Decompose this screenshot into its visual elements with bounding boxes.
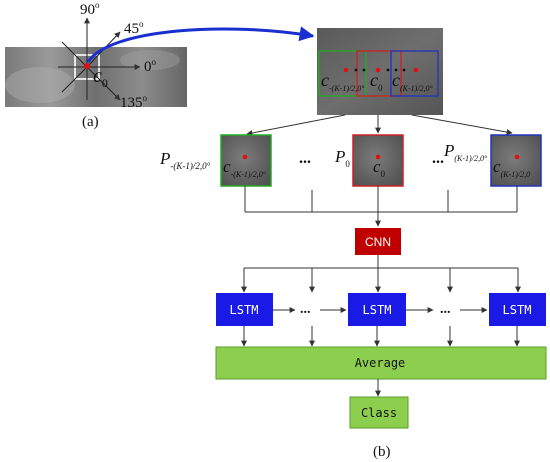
angle-0-label: 0o bbox=[144, 57, 157, 75]
zoom-arrow bbox=[86, 26, 315, 63]
patch-right-c: c(K-1)/2,0 bbox=[493, 157, 530, 179]
merge-connector bbox=[244, 186, 518, 227]
patch-left-c: c-(K-1)/2,0° bbox=[223, 157, 267, 179]
lstm-label-1: LSTM bbox=[230, 303, 259, 317]
patch-right: c(K-1)/2,0 P(K-1)/2,0° bbox=[443, 134, 542, 187]
center-point bbox=[84, 63, 90, 69]
patch-right-p: P(K-1)/2,0° bbox=[443, 141, 488, 163]
patch-mid-c: c0 bbox=[373, 157, 386, 179]
angle-135-label: 135o bbox=[120, 93, 148, 111]
strip-green-window bbox=[318, 50, 367, 97]
class-label: Class bbox=[361, 406, 397, 420]
ellipsis-left: ... bbox=[299, 150, 311, 167]
patch-mid-p: P0 bbox=[334, 147, 350, 169]
lstm-label-3: LSTM bbox=[503, 303, 532, 317]
strip-left-label: c-(K-1)/2,0° bbox=[321, 70, 365, 93]
center-label: c0 bbox=[93, 65, 108, 90]
patch-left: c-(K-1)/2,0° P-(K-1)/2,0° bbox=[159, 134, 272, 187]
lstm-block-1 bbox=[216, 293, 273, 326]
angle-45-label: 45o bbox=[124, 19, 144, 37]
cnn-label: CNN bbox=[365, 235, 391, 249]
lstm-block-3 bbox=[489, 293, 546, 326]
average-block bbox=[215, 346, 547, 380]
angle-90-label: 90o bbox=[80, 0, 100, 18]
caption-a: (a) bbox=[82, 114, 99, 130]
lstm-ellipsis-left: ... bbox=[300, 302, 311, 317]
cnn-block bbox=[355, 228, 401, 255]
lstm-ellipsis-right: ... bbox=[440, 302, 451, 317]
patch-left-p: P-(K-1)/2,0° bbox=[159, 149, 211, 171]
class-block bbox=[349, 396, 409, 429]
lstm-block-2 bbox=[348, 293, 406, 326]
cnn-fanout bbox=[241, 255, 521, 293]
patch-strip: c-(K-1)/2,0° c0 c(K-1)/2,0° bbox=[317, 28, 443, 115]
strip-right-label: c(K-1)/2,0° bbox=[392, 70, 434, 93]
strip-red-window bbox=[356, 50, 402, 97]
caption-b: (b) bbox=[373, 444, 391, 460]
ellipsis-right: ... bbox=[432, 150, 444, 167]
lstm-to-average bbox=[241, 326, 520, 347]
strip-blue-window bbox=[390, 50, 439, 97]
panel-a: 90o 45o 0o 135o c0 (a) bbox=[5, 0, 187, 130]
patch-mid: c0 P0 bbox=[334, 134, 404, 187]
lstm-label-2: LSTM bbox=[363, 303, 392, 317]
strip-mid-label: c0 bbox=[370, 70, 383, 93]
strip-image bbox=[317, 28, 443, 115]
average-label: Average bbox=[355, 356, 406, 370]
